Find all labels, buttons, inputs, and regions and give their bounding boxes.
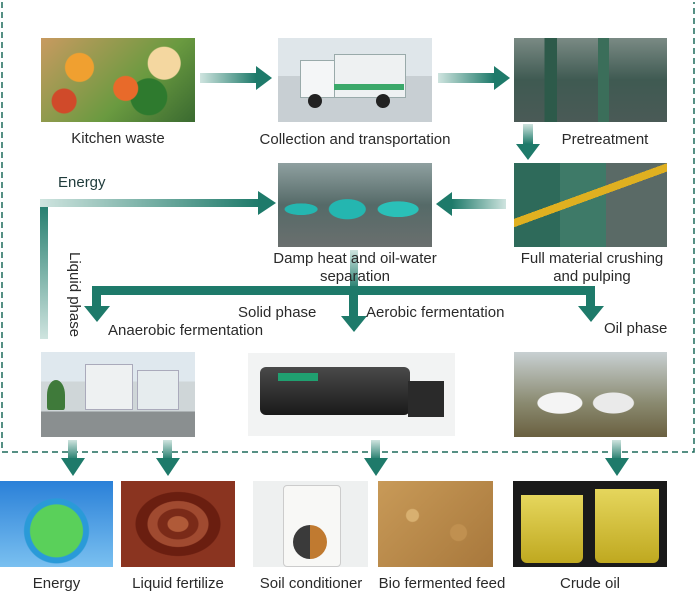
label-output-soil-conditioner: Soil conditioner [259,575,363,592]
oil-tanks-photo [514,352,667,437]
pretreatment-photo [514,38,667,122]
liquid-fertilize-photo [121,481,235,567]
label-output-energy: Energy [32,575,81,592]
energy-globe-photo [0,481,113,567]
crude-oil-photo [513,481,667,567]
label-pretreatment: Pretreatment [561,131,649,148]
label-energy-loop: Energy [58,174,106,191]
bio-feed-photo [378,481,493,567]
aerobic-machine-photo [248,353,455,436]
dashed-boundary [1,2,695,453]
label-collection: Collection and transportation [259,131,451,148]
label-kitchen-waste: Kitchen waste [71,130,165,147]
label-output-bio-feed: Bio fermented feed [378,575,506,592]
label-output-liquid-fertilize: Liquid fertilize [132,575,224,592]
label-crushing: Full material crushing and pulping [520,250,664,285]
damp-heat-photo [278,163,432,247]
kitchen-waste-photo [41,38,195,122]
label-anaerobic: Anaerobic fermentation [108,322,264,339]
soil-conditioner-photo [253,481,368,567]
label-solid-phase: Solid phase [238,304,317,321]
label-damp-heat: Damp heat and oil-water separation [273,250,437,285]
crushing-photo [514,163,667,247]
label-oil-phase: Oil phase [604,320,668,337]
collection-truck-photo [278,38,432,122]
label-aerobic: Aerobic fermentation [366,304,505,321]
label-liquid-phase: Liquid phase [66,252,83,338]
label-output-crude-oil: Crude oil [559,575,621,592]
anaerobic-plant-photo [41,352,195,437]
